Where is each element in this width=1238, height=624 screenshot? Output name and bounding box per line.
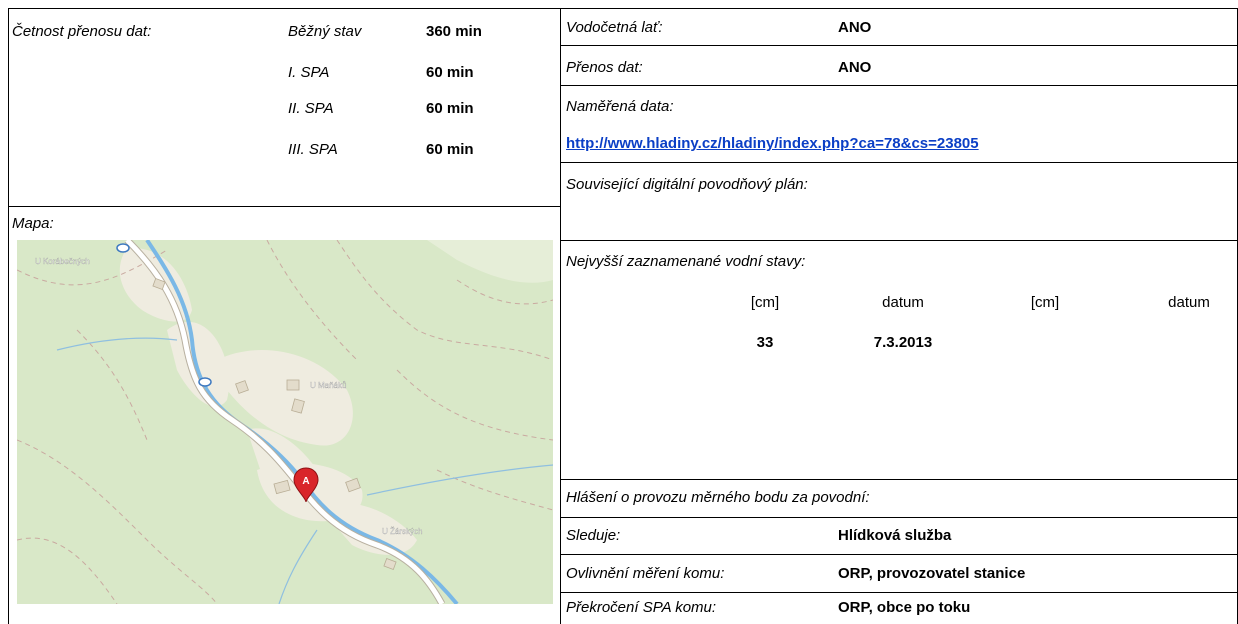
right-line-4: [561, 240, 1238, 241]
place-label-1: U Maňáků: [310, 381, 346, 390]
influence-label: Ovlivnění měření komu:: [566, 565, 725, 582]
state-value-0: 360 min: [426, 23, 482, 40]
bus-stop-icon: [116, 243, 212, 387]
right-line-1: [561, 45, 1238, 46]
map-label: Mapa:: [12, 215, 54, 232]
right-line-3: [561, 162, 1238, 163]
gauge-label: Vodočetná lať:: [566, 19, 663, 36]
frequency-label: Četnost přenosu dat:: [12, 23, 152, 40]
map-road: [125, 240, 445, 604]
state-label-1: I. SPA: [288, 64, 330, 81]
map-clearing: [427, 240, 553, 283]
header-cm-2: [cm]: [1030, 294, 1060, 311]
map[interactable]: U Korábečných U Maňáků U Žárských A: [17, 240, 553, 604]
right-line-7: [561, 554, 1238, 555]
exceed-value: ORP, obce po toku: [838, 599, 971, 616]
right-line-2: [561, 85, 1238, 86]
map-river: [145, 240, 459, 604]
right-line-8: [561, 592, 1238, 593]
highest-levels-label: Nejvyšší zaznamenané vodní stavy:: [566, 253, 806, 270]
header-cm-1: [cm]: [750, 294, 780, 311]
left-separator: [8, 206, 561, 207]
flood-plan-label: Související digitální povodňový plán:: [566, 176, 808, 193]
transfer-label: Přenos dat:: [566, 59, 643, 76]
measured-label: Naměřená data:: [566, 98, 674, 115]
place-label-2: U Žárských: [382, 527, 422, 536]
map-canvas: U Korábečných U Maňáků U Žárských A: [17, 240, 553, 604]
state-value-1: 60 min: [426, 64, 474, 81]
place-label-0: U Korábečných: [35, 257, 90, 266]
top-border: [8, 8, 1238, 9]
right-line-5: [561, 479, 1238, 480]
state-label-0: Běžný stav: [288, 23, 362, 40]
left-border: [8, 8, 9, 624]
state-value-2: 60 min: [426, 100, 474, 117]
right-line-6: [561, 517, 1238, 518]
exceed-label: Překročení SPA komu:: [566, 599, 717, 616]
state-label-2: II. SPA: [288, 100, 334, 117]
monitors-label: Sleduje:: [566, 527, 621, 544]
map-clearing: [217, 350, 353, 446]
measured-data-link[interactable]: http://www.hladiny.cz/hladiny/index.php?…: [566, 135, 979, 152]
state-value-3: 60 min: [426, 141, 474, 158]
header-date-1: datum: [882, 294, 924, 311]
transfer-value: ANO: [838, 59, 872, 76]
middle-divider: [560, 8, 561, 624]
highest-value-date: 7.3.2013: [873, 334, 933, 351]
influence-value: ORP, provozovatel stanice: [838, 565, 1026, 582]
gauge-value: ANO: [838, 19, 872, 36]
map-clearing: [317, 502, 417, 555]
highest-value-cm: 33: [756, 334, 774, 351]
state-label-3: III. SPA: [288, 141, 338, 158]
location-marker-icon[interactable]: A: [293, 467, 319, 503]
marker-letter: A: [302, 476, 309, 487]
monitors-value: Hlídková služba: [838, 527, 952, 544]
header-date-2: datum: [1168, 294, 1210, 311]
report-label: Hlášení o provozu měrného bodu za povodn…: [566, 489, 870, 506]
